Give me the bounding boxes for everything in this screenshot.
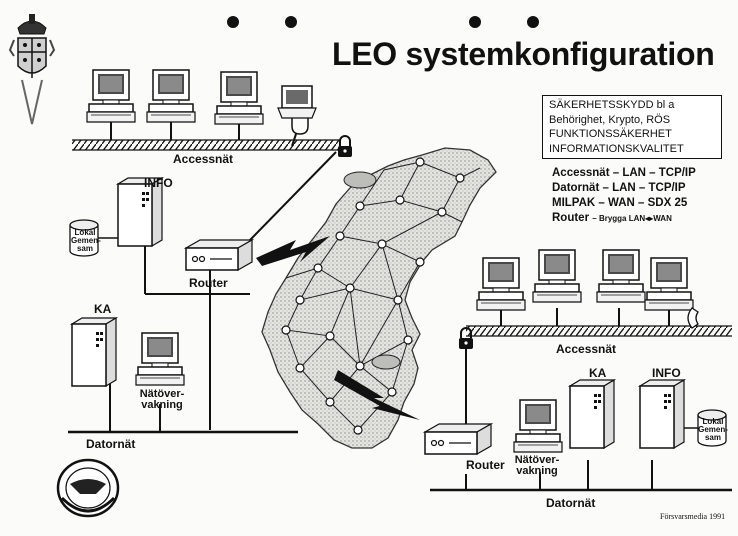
bullet-dot-icon [227, 16, 239, 28]
computer-terminal-icon [476, 257, 526, 311]
router-suffix: – Brygga LAN◂▸WAN [592, 214, 672, 223]
left-datornat-label: Datornät [86, 437, 136, 451]
left-router-label: Router [189, 276, 228, 290]
left-natovervakning-label: Nätöver-vakning [139, 388, 185, 411]
accessnat-line: Accessnät – LAN – TCP/IP [552, 167, 696, 179]
right-accessnat-label: Accessnät [556, 342, 617, 356]
network-type-list: Accessnät – LAN – TCP/IP Datornät – LAN … [552, 166, 696, 226]
computer-terminal-icon [214, 71, 264, 125]
computer-terminal-icon [135, 332, 185, 386]
security-box: SÄKERHETSSKYDD bl a Behörighet, Krypto, … [542, 95, 722, 159]
right-ka-label: KA [589, 366, 607, 380]
left-ka-label: KA [94, 302, 112, 316]
crest-icon [8, 14, 56, 125]
router-box-icon [424, 423, 492, 455]
computer-terminal-icon [86, 69, 136, 123]
bullet-dot-icon [527, 16, 539, 28]
computer-terminal-icon [146, 69, 196, 123]
bullet-dot-icon [469, 16, 481, 28]
bullet-dot-icon [285, 16, 297, 28]
security-line: SÄKERHETSSKYDD bl a [549, 99, 675, 111]
right-accessnat-segment [466, 308, 732, 337]
right-datornat-label: Datornät [546, 496, 596, 510]
server-cabinet-icon [71, 317, 117, 387]
security-line: FUNKTIONSSÄKERHET [549, 128, 672, 140]
left-info-label: INFO [144, 176, 173, 190]
computer-terminal-icon [596, 249, 646, 303]
computer-terminal-icon [644, 257, 694, 311]
router-prefix: Router [552, 212, 590, 224]
datornat-line: Datornät – LAN – TCP/IP [552, 182, 686, 194]
leo-logo [56, 458, 120, 518]
computer-terminal-icon [513, 399, 563, 453]
handset-icon [687, 307, 699, 329]
right-info-label: INFO [652, 366, 681, 380]
credit-text: Försvarsmedia 1991 [660, 512, 726, 521]
right-natovervakning-label: Nätöver-vakning [514, 454, 560, 477]
milpak-line: MILPAK – WAN – SDX 25 [552, 197, 688, 209]
left-lokal-label: Lokal Gemen-sam [71, 228, 101, 253]
left-accessnat-segment [72, 122, 340, 151]
right-datornat-segment [430, 346, 732, 492]
security-line: Behörighet, Krypto, RÖS [549, 113, 671, 126]
security-line: INFORMATIONSKVALITET [549, 142, 684, 155]
right-lokal-label: Lokal Gemen-sam [698, 417, 728, 442]
server-cabinet-icon [639, 379, 685, 449]
computer-terminal-icon [532, 249, 582, 303]
sweden-map [261, 147, 497, 449]
left-accessnat-label: Accessnät [173, 152, 234, 166]
wan-link-icon [256, 236, 420, 420]
laptop-icon [277, 85, 317, 147]
server-cabinet-icon [569, 379, 615, 449]
right-router-label: Router [466, 458, 505, 472]
router-box-icon [185, 239, 253, 271]
router-line: Router – Brygga LAN◂▸WAN [552, 211, 696, 226]
padlock-icon [337, 135, 353, 158]
page-title: LEO systemkonfiguration [332, 36, 715, 72]
bullet-dots [227, 16, 539, 28]
